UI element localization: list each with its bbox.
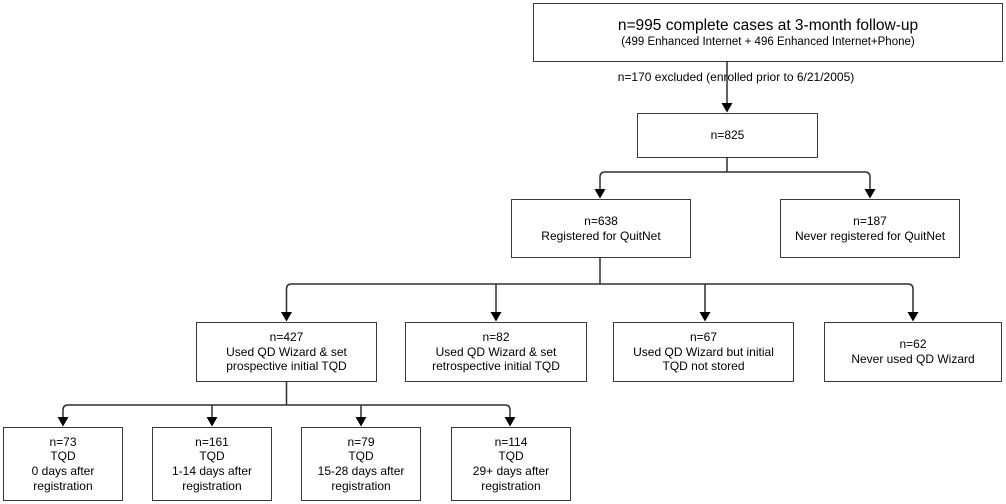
arrow-down-icon xyxy=(490,312,502,322)
arrow-down-icon xyxy=(864,189,876,199)
node-wizard-tqd-not-stored: n=67 Used QD Wizard but initial TQD not … xyxy=(613,322,794,382)
node-wizard-prospective-tqd: n=427 Used QD Wizard & set prospective i… xyxy=(196,322,377,382)
connector-registered-to-wizard-split xyxy=(281,258,919,322)
node-complete-cases-subtitle: (499 Enhanced Internet + 496 Enhanced In… xyxy=(621,36,915,48)
node-tqd-15-28-days-text: n=79 TQD 15-28 days after registration xyxy=(317,434,405,493)
arrow-down-icon xyxy=(206,417,218,427)
connector-total-to-registration-split xyxy=(594,158,876,199)
arrow-down-icon xyxy=(57,417,69,427)
arrow-down-icon xyxy=(907,312,919,322)
node-wizard-retrospective-tqd-text: n=82 Used QD Wizard & set retrospective … xyxy=(432,330,560,374)
node-tqd-15-28-days: n=79 TQD 15-28 days after registration xyxy=(301,427,421,501)
node-never-registered-quitnet-text: n=187 Never registered for QuitNet xyxy=(794,213,946,243)
arrow-down-icon xyxy=(699,312,711,322)
node-complete-cases-title: n=995 complete cases at 3-month follow-u… xyxy=(617,16,919,34)
arrow-down-icon xyxy=(504,417,516,427)
node-tqd-0-days-text: n=73 TQD 0 days after registration xyxy=(31,434,95,493)
connector-root-to-total xyxy=(721,62,733,113)
arrow-down-icon xyxy=(594,189,606,199)
node-total-included: n=825 xyxy=(637,113,818,158)
arrow-down-icon xyxy=(281,312,292,322)
arrow-down-icon xyxy=(721,103,733,113)
node-tqd-1-14-days-text: n=161 TQD 1-14 days after registration xyxy=(171,434,253,493)
node-total-included-text: n=825 xyxy=(710,128,745,143)
node-wizard-retrospective-tqd: n=82 Used QD Wizard & set retrospective … xyxy=(405,322,587,382)
node-registered-quitnet: n=638 Registered for QuitNet xyxy=(511,199,691,258)
node-tqd-29plus-days: n=114 TQD 29+ days after registration xyxy=(451,427,571,501)
node-wizard-prospective-tqd-text: n=427 Used QD Wizard & set prospective i… xyxy=(226,330,347,374)
node-tqd-29plus-days-text: n=114 TQD 29+ days after registration xyxy=(472,434,550,493)
node-wizard-tqd-not-stored-text: n=67 Used QD Wizard but initial TQD not … xyxy=(633,330,774,374)
node-registered-quitnet-text: n=638 Registered for QuitNet xyxy=(541,213,661,243)
node-tqd-1-14-days: n=161 TQD 1-14 days after registration xyxy=(152,427,272,501)
node-never-used-wizard-text: n=62 Never used QD Wizard xyxy=(851,337,975,366)
node-tqd-0-days: n=73 TQD 0 days after registration xyxy=(3,427,123,501)
connector-prospective-to-tqd-split xyxy=(57,382,516,427)
node-never-registered-quitnet: n=187 Never registered for QuitNet xyxy=(780,199,960,258)
exclusion-label: n=170 excluded (enrolled prior to 6/21/2… xyxy=(617,70,855,84)
arrow-down-icon xyxy=(355,417,367,427)
node-never-used-wizard: n=62 Never used QD Wizard xyxy=(824,322,1002,382)
node-complete-cases: n=995 complete cases at 3-month follow-u… xyxy=(533,3,1003,62)
